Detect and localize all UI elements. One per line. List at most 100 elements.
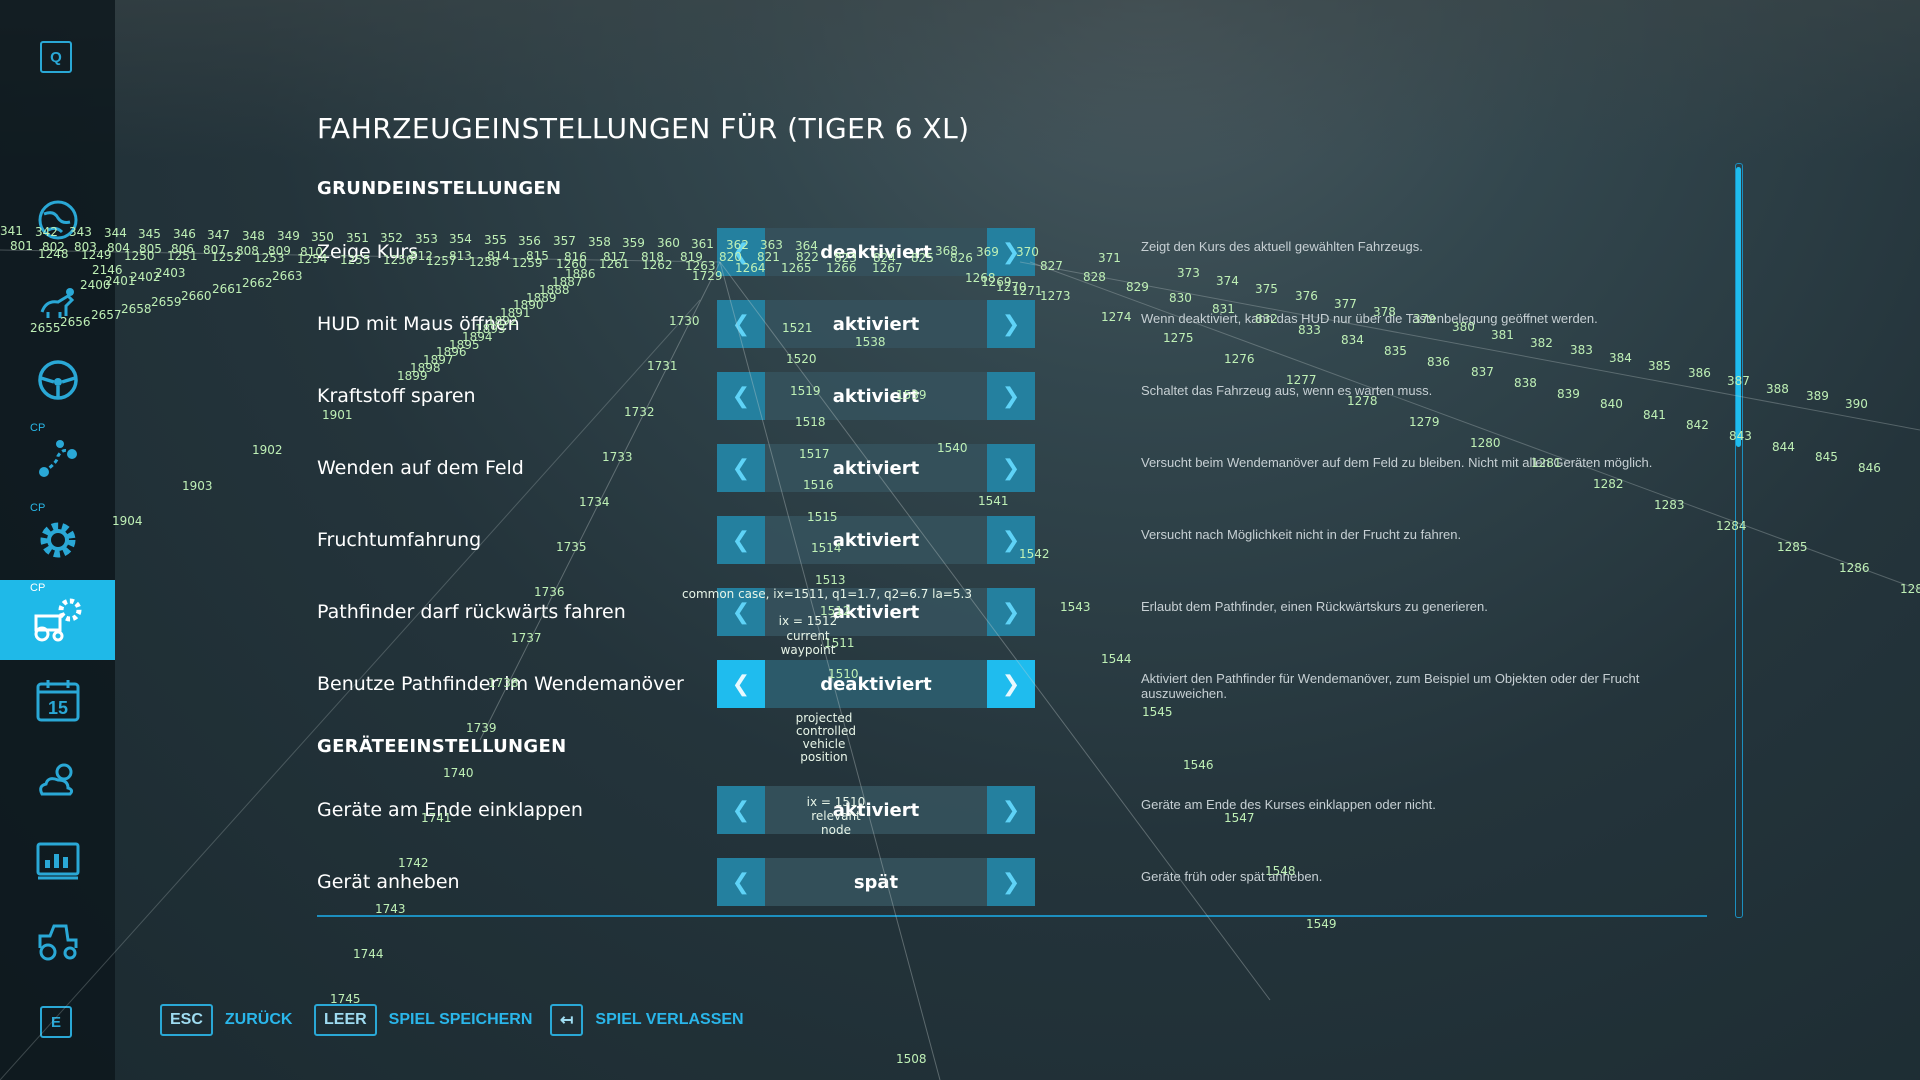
exit-icon: ↤ [550, 1004, 584, 1036]
waypoint-label: 1253 [254, 251, 285, 265]
vehicle-settings-icon [34, 598, 81, 642]
setting-value: aktiviert [765, 516, 987, 564]
next-option-button[interactable]: ❯ [987, 444, 1035, 492]
back-button[interactable]: ESC ZURÜCK [160, 1002, 292, 1038]
setting-description: Erlaubt dem Pathfinder, einen Rückwärtsk… [1141, 599, 1488, 614]
waypoint-label: 1739 [466, 721, 497, 735]
setting-stepper: ❮ aktiviert ❯ [717, 588, 1035, 636]
prev-page-key[interactable]: Q [40, 41, 72, 73]
setting-row-show-course: Zeige Kurs ❮ deaktiviert ❯ Zeigt den Kur… [317, 228, 1697, 278]
setting-stepper: ❮ aktiviert ❯ [717, 516, 1035, 564]
next-option-button[interactable]: ❯ [987, 588, 1035, 636]
waypoint-label: 2403 [155, 266, 186, 280]
waypoint-label: 1276 [1224, 352, 1255, 366]
next-page-key[interactable]: E [40, 1006, 72, 1038]
prev-option-button[interactable]: ❮ [717, 588, 765, 636]
chevron-right-icon: ❯ [1001, 455, 1021, 481]
prev-option-button[interactable]: ❮ [717, 444, 765, 492]
sidebar-item-course[interactable]: CP [0, 420, 115, 500]
setting-stepper: ❮ aktiviert ❯ [717, 786, 1035, 834]
sidebar-item-map[interactable] [0, 180, 115, 260]
sidebar-item-vehicles[interactable] [0, 900, 115, 980]
chevron-right-icon: ❯ [1001, 797, 1021, 823]
setting-row-hud-mouse: HUD mit Maus öffnen ❮ aktiviert ❯ Wenn d… [317, 300, 1697, 350]
waypoint-label: 845 [1815, 450, 1838, 464]
next-option-button[interactable]: ❯ [987, 516, 1035, 564]
waypoint-label: 806 [171, 242, 194, 256]
setting-description: Versucht beim Wendemanöver auf dem Feld … [1141, 455, 1653, 470]
sidebar-item-vehicle-settings[interactable]: CP [0, 580, 115, 660]
waypoint-label: 1508 [896, 1052, 927, 1066]
prev-option-button[interactable]: ❮ [717, 516, 765, 564]
save-game-button[interactable]: LEER SPIEL SPEICHERN [314, 1002, 532, 1038]
waypoint-label: 384 [1609, 351, 1632, 365]
setting-description: Geräte am Ende des Kurses einklappen ode… [1141, 797, 1436, 812]
setting-stepper: ❮ deaktiviert ❯ [717, 228, 1035, 276]
next-option-button[interactable]: ❯ [987, 786, 1035, 834]
prev-option-button[interactable]: ❮ [717, 300, 765, 348]
waypoint-label: 1902 [252, 443, 283, 457]
waypoint-label: 348 [242, 229, 265, 243]
waypoint-label: 1744 [353, 947, 384, 961]
setting-value: aktiviert [765, 588, 987, 636]
sidebar-item-steering[interactable] [0, 340, 115, 420]
section-title-basic: GRUNDEINSTELLUNGEN [317, 178, 562, 199]
waypoint-label: 2660 [181, 289, 212, 303]
waypoint-label: 844 [1772, 440, 1795, 454]
prev-option-button[interactable]: ❮ [717, 372, 765, 420]
waypoint-label: 1546 [1183, 758, 1214, 772]
setting-stepper: ❮ aktiviert ❯ [717, 372, 1035, 420]
chevron-right-icon: ❯ [1001, 527, 1021, 553]
sidebar-item-animals[interactable] [0, 260, 115, 340]
animals-icon [40, 288, 74, 318]
steering-wheel-icon [37, 360, 78, 400]
prev-option-button[interactable]: ❮ [717, 858, 765, 906]
prev-option-button[interactable]: ❮ [717, 228, 765, 276]
space-key: LEER [314, 1004, 377, 1036]
setting-label: Geräte am Ende einklappen [317, 799, 583, 821]
quit-game-button[interactable]: ↤ SPIEL VERLASSEN [550, 1002, 744, 1038]
waypoint-label: 2663 [272, 269, 303, 283]
setting-row-avoid-fruit: Fruchtumfahrung ❮ aktiviert ❯ Versucht n… [317, 516, 1697, 566]
next-option-button[interactable]: ❯ [987, 228, 1035, 276]
next-option-button[interactable]: ❯ [987, 300, 1035, 348]
globe-icon [38, 200, 77, 240]
setting-row-turn-on-field: Wenden auf dem Feld ❮ aktiviert ❯ Versuc… [317, 444, 1697, 494]
setting-stepper: ❮ spät ❯ [717, 858, 1035, 906]
chevron-left-icon: ❮ [731, 455, 751, 481]
waypoint-label: 347 [207, 228, 230, 242]
setting-stepper: ❮ deaktiviert ❯ [717, 660, 1035, 708]
sidebar-item-statistics[interactable] [0, 820, 115, 900]
setting-label: Zeige Kurs [317, 241, 419, 263]
prev-option-button[interactable]: ❮ [717, 660, 765, 708]
setting-value: aktiviert [765, 300, 987, 348]
setting-value: spät [765, 858, 987, 906]
chevron-left-icon: ❮ [731, 311, 751, 337]
scrollbar-thumb[interactable] [1736, 167, 1741, 447]
calendar-day: 15 [47, 698, 67, 718]
next-option-button[interactable]: ❯ [987, 858, 1035, 906]
debug-annotation: vehicle [803, 737, 846, 751]
setting-value: deaktiviert [765, 228, 987, 276]
waypoint-label: 375 [1255, 282, 1278, 296]
waypoint-label: 1283 [1654, 498, 1685, 512]
waypoint-label: 1250 [124, 249, 155, 263]
debug-labels: 1508151015111512151315141515151615171518… [0, 224, 1920, 1066]
debug-annotation: position [800, 750, 848, 764]
waypoint-label: 809 [268, 244, 291, 258]
setting-row-save-fuel: Kraftstoff sparen ❮ aktiviert ❯ Schaltet… [317, 372, 1697, 422]
setting-label: Fruchtumfahrung [317, 529, 482, 551]
sidebar-item-weather[interactable] [0, 740, 115, 820]
weather-icon [38, 763, 73, 796]
waypoint-label: 345 [138, 227, 161, 241]
chevron-left-icon: ❮ [731, 383, 751, 409]
waypoint-label: 389 [1806, 389, 1829, 403]
prev-option-button[interactable]: ❮ [717, 786, 765, 834]
setting-value: aktiviert [765, 444, 987, 492]
next-option-button[interactable]: ❯ [987, 372, 1035, 420]
sidebar-item-global-settings[interactable]: CP [0, 500, 115, 580]
chevron-right-icon: ❯ [1001, 869, 1021, 895]
next-option-button[interactable]: ❯ [987, 660, 1035, 708]
sidebar-item-calendar[interactable]: 15 [0, 660, 115, 740]
scrollbar-track[interactable] [1735, 163, 1743, 918]
